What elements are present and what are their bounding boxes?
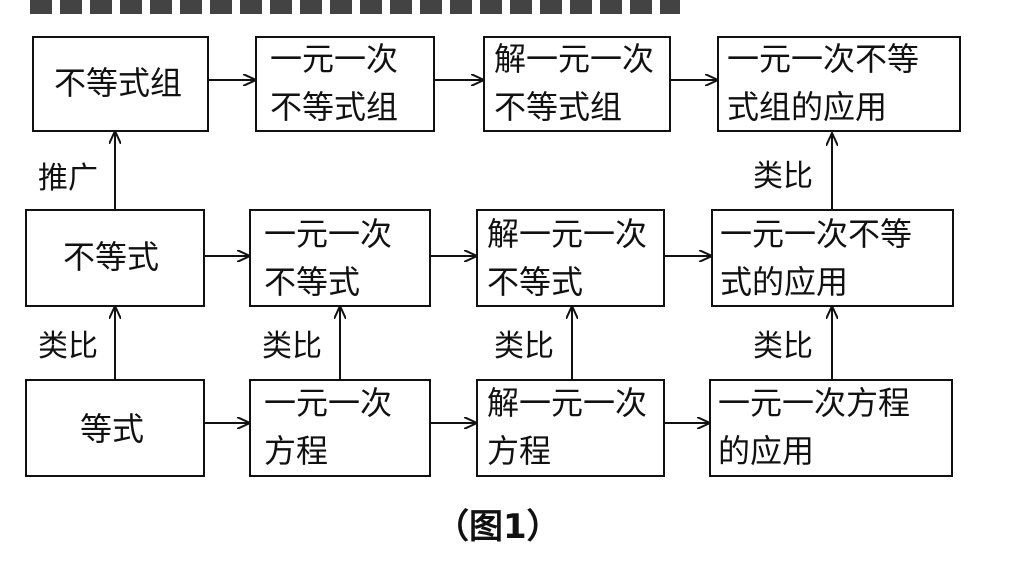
node-line: 不等式组 — [270, 88, 398, 126]
node-line: 一元一次不等 — [720, 215, 912, 253]
label-analogy-col3: 类比 — [494, 329, 554, 364]
node-line: 不等式 — [264, 263, 360, 301]
node-line: 不等式组 — [54, 64, 182, 102]
node-line: 一元一次方程 — [718, 384, 910, 422]
label-analogy-col4-upper: 类比 — [753, 159, 813, 194]
edge-labels: 推广 类比 类比 类比 类比 类比 — [38, 159, 813, 364]
node-linear-equation: 一元一次 方程 — [249, 379, 431, 477]
node-line: 不等式组 — [494, 88, 622, 126]
node-line: 解一元一次 — [494, 40, 654, 78]
node-line: 解一元一次 — [487, 384, 647, 422]
node-solve-linear-inequality: 解一元一次 不等式 — [476, 209, 665, 307]
node-line: 式组的应用 — [727, 88, 887, 126]
cropped-top-text — [30, 0, 680, 14]
node-line: 不等式 — [487, 263, 583, 301]
node-line: 一元一次 — [270, 40, 398, 78]
node-line: 不等式 — [63, 238, 159, 276]
node-line: 的应用 — [718, 432, 814, 470]
node-apply-linear-inequality-system: 一元一次不等 式组的应用 — [717, 36, 961, 132]
edges — [115, 80, 832, 423]
node-linear-inequality-system: 一元一次 不等式组 — [255, 36, 435, 132]
node-apply-linear-equation: 一元一次方程 的应用 — [709, 379, 953, 477]
node-apply-linear-inequality: 一元一次不等 式的应用 — [711, 209, 954, 307]
label-generalize: 推广 — [38, 161, 98, 196]
label-analogy-col1: 类比 — [38, 329, 98, 364]
node-line: 方程 — [264, 432, 328, 470]
node-solve-linear-equation: 解一元一次 方程 — [476, 379, 665, 477]
node-line: 一元一次 — [264, 215, 392, 253]
label-analogy-col2: 类比 — [262, 329, 322, 364]
label-analogy-col4-lower: 类比 — [753, 329, 813, 364]
node-linear-inequality: 一元一次 不等式 — [249, 209, 431, 307]
node-line: 一元一次不等 — [727, 40, 919, 78]
node-equation: 等式 — [25, 379, 205, 477]
node-inequality: 不等式 — [25, 209, 205, 307]
node-line: 解一元一次 — [487, 215, 647, 253]
node-line: 式的应用 — [720, 263, 848, 301]
node-line: 方程 — [487, 432, 551, 470]
node-line: 等式 — [80, 410, 144, 448]
node-line: 一元一次 — [264, 384, 392, 422]
node-solve-linear-inequality-system: 解一元一次 不等式组 — [483, 36, 671, 132]
node-inequality-system: 不等式组 — [32, 36, 209, 132]
figure-caption: （图1） — [435, 507, 561, 547]
